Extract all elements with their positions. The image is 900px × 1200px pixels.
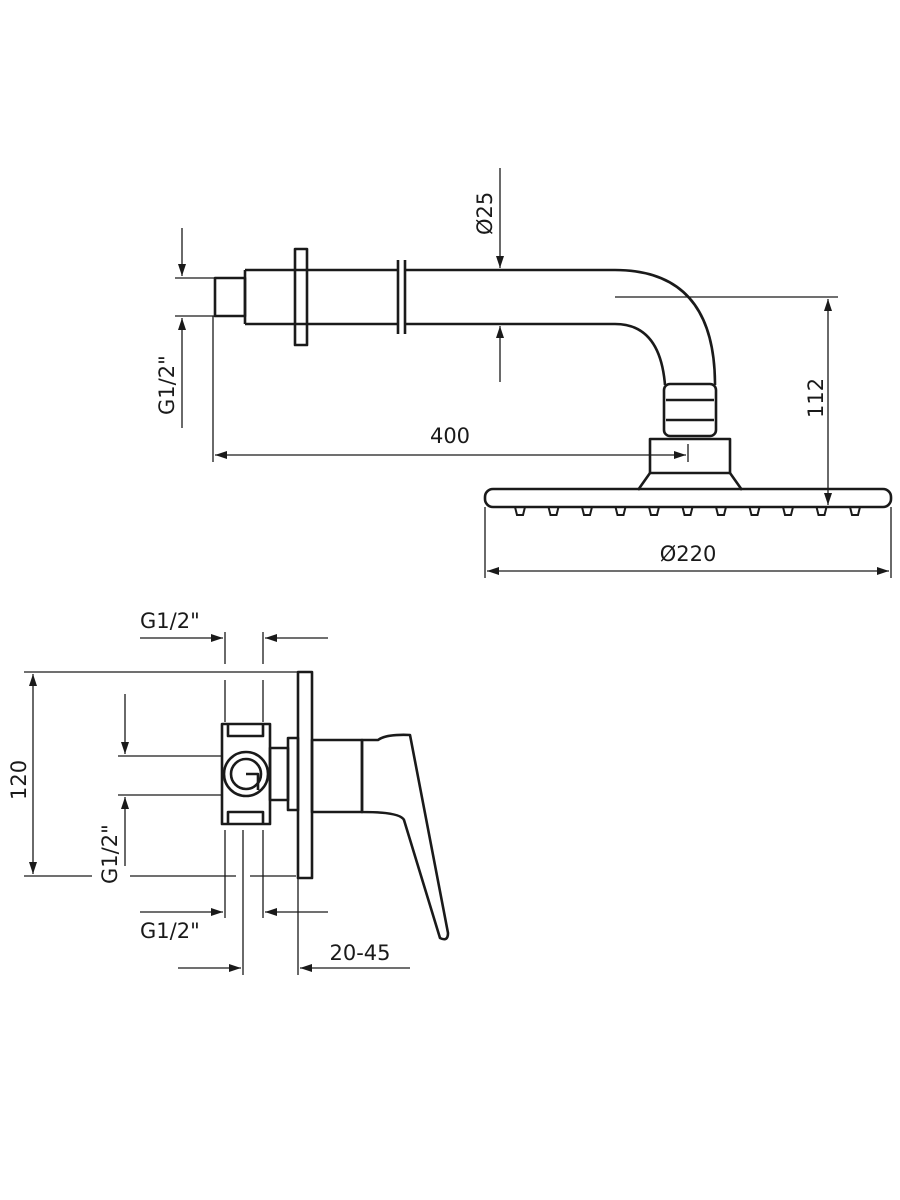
arm-break-lines xyxy=(396,260,407,334)
dim-arm-length: 400 xyxy=(212,316,689,462)
dim-arm-height: 112 xyxy=(615,296,838,505)
label-mixer-inlet-bottom: G1/2" xyxy=(140,919,200,943)
mixer-inlet-ring-outer xyxy=(222,750,270,798)
nozzle xyxy=(815,506,828,516)
dim-mixer-plate-height: 120 xyxy=(7,671,305,877)
mixer-handle xyxy=(360,733,450,941)
label-mixer-depth-range: 20-45 xyxy=(329,941,390,965)
dim-arm-diameter: Ø25 xyxy=(473,168,504,382)
label-mixer-inlet-side: G1/2" xyxy=(98,824,122,884)
label-inlet-thread-top: G1/2" xyxy=(155,355,179,415)
dim-mixer-inlet-side: G1/2" xyxy=(98,694,222,884)
label-mixer-plate-height: 120 xyxy=(7,760,31,800)
arm-pipe-left xyxy=(243,268,397,326)
head-neck xyxy=(636,472,744,491)
label-head-diameter: Ø220 xyxy=(660,542,717,566)
nozzle xyxy=(782,506,794,516)
head-plate xyxy=(483,487,893,509)
arm-connector-nut xyxy=(662,382,718,438)
mixer-inlet-detail xyxy=(246,772,260,790)
nozzle xyxy=(514,506,526,516)
arm-pipe-bend xyxy=(405,268,717,386)
nozzle xyxy=(614,506,627,516)
label-arm-diameter: Ø25 xyxy=(473,192,497,235)
head-collar xyxy=(648,437,732,475)
nozzle xyxy=(849,506,861,516)
arm-inlet-stub xyxy=(213,276,247,318)
nozzle xyxy=(581,506,593,516)
mixer-spindle-collar xyxy=(286,736,300,812)
nozzle xyxy=(681,506,694,516)
nozzle xyxy=(547,506,560,516)
label-arm-height: 112 xyxy=(804,378,828,418)
dim-inlet-thread-top: G1/2" xyxy=(155,228,214,428)
nozzle xyxy=(748,506,761,516)
label-mixer-outlet-top: G1/2" xyxy=(140,609,200,633)
head-nozzles xyxy=(514,506,861,516)
mixer-extension-lines-bottom xyxy=(130,830,299,975)
mixer-cartridge-housing xyxy=(310,738,364,814)
nozzle xyxy=(715,506,727,516)
arm-wall-flange xyxy=(293,247,309,347)
dim-mixer-outlet-top: G1/2" xyxy=(140,609,328,664)
dim-head-diameter: Ø220 xyxy=(484,507,892,578)
mixer-body-notches xyxy=(226,724,265,824)
shower-arm-assembly xyxy=(213,247,893,516)
label-arm-length: 400 xyxy=(430,424,470,448)
mixer-assembly xyxy=(220,670,450,941)
arm-connector-lines xyxy=(666,398,714,422)
dim-mixer-inlet-bottom: G1/2" xyxy=(140,908,328,943)
mixer-inlet-ring-inner xyxy=(229,757,263,791)
nozzle xyxy=(648,506,660,516)
mixer-cover-plate xyxy=(296,670,314,880)
dim-mixer-depth-range: 20-45 xyxy=(178,941,410,972)
mixer-extension-lines-top xyxy=(224,680,264,722)
mixer-spindle xyxy=(268,746,290,802)
